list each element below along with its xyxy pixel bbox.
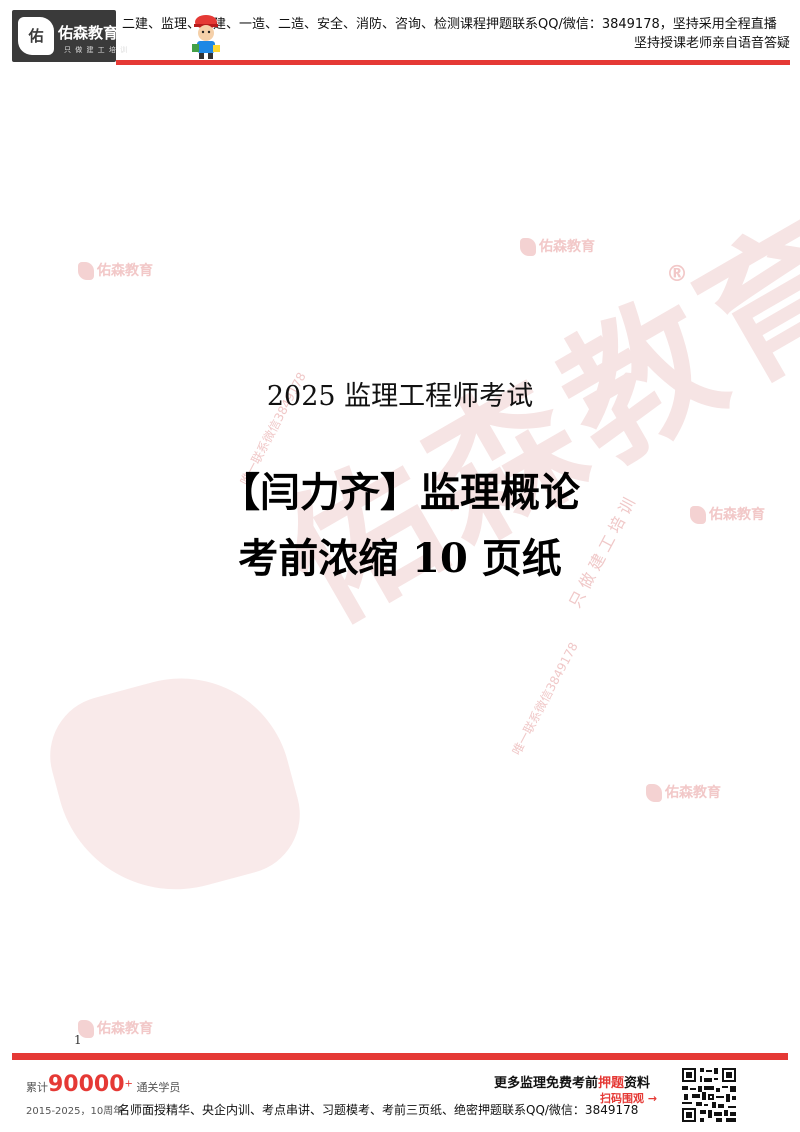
footer-student-count: 累计90000+ 通关学员 (26, 1072, 181, 1097)
watermark-registered-mark: ® (666, 262, 688, 287)
student-count-value: 90000 (48, 1072, 125, 1097)
watermark-logo-icon (78, 262, 94, 280)
footer-services: 名师面授精华、央企内训、考点串讲、习题模考、考前三页纸、绝密押题联系QQ/微信：… (118, 1103, 639, 1117)
watermark-logo-icon (646, 784, 662, 802)
mascot-icon (192, 15, 220, 59)
brand-logo-tagline: 只 做 建 工 培 训 (64, 46, 129, 54)
page-header: 佑 佑森教育 只 做 建 工 培 训 二建、监理、一建、一造、二造、安全、消防、… (0, 0, 800, 70)
footer-qr-label: 扫码围观 → (600, 1092, 658, 1105)
watermark-logo: 佑森教育 (646, 782, 721, 802)
brand-logo-mark: 佑 (18, 17, 54, 55)
footer-divider (12, 1053, 788, 1060)
watermark-logo-icon (520, 238, 536, 256)
page-number: 1 (74, 1033, 82, 1047)
brand-logo-name: 佑森教育 (58, 24, 119, 42)
exam-title: 2025 监理工程师考试 (266, 381, 534, 412)
header-promo-line-2: 坚持授课老师亲自语音答疑 (633, 36, 790, 51)
watermark-contact: 唯一联系微信3849178 (509, 640, 581, 758)
qr-code-icon[interactable] (680, 1066, 738, 1124)
course-title: 【闫力齐】监理概论 (220, 469, 580, 516)
course-subtitle: 考前浓缩 10 页纸 (238, 535, 562, 582)
header-divider (116, 60, 790, 65)
header-promo-line-1: 二建、监理、一建、一造、二造、安全、消防、咨询、检测课程押题联系QQ/微信：38… (122, 17, 777, 32)
footer-years: 2015-2025，10周年 (26, 1106, 124, 1117)
watermark-logo: 佑森教育 (520, 236, 595, 256)
brand-logo: 佑 佑森教育 只 做 建 工 培 训 (12, 10, 127, 62)
footer-slogan: 更多监理免费考前押题资料 (494, 1076, 651, 1091)
watermark-logo: 佑森教育 (78, 260, 153, 280)
watermark-seal (36, 653, 314, 917)
watermark-logo: 佑森教育 (78, 1018, 153, 1038)
